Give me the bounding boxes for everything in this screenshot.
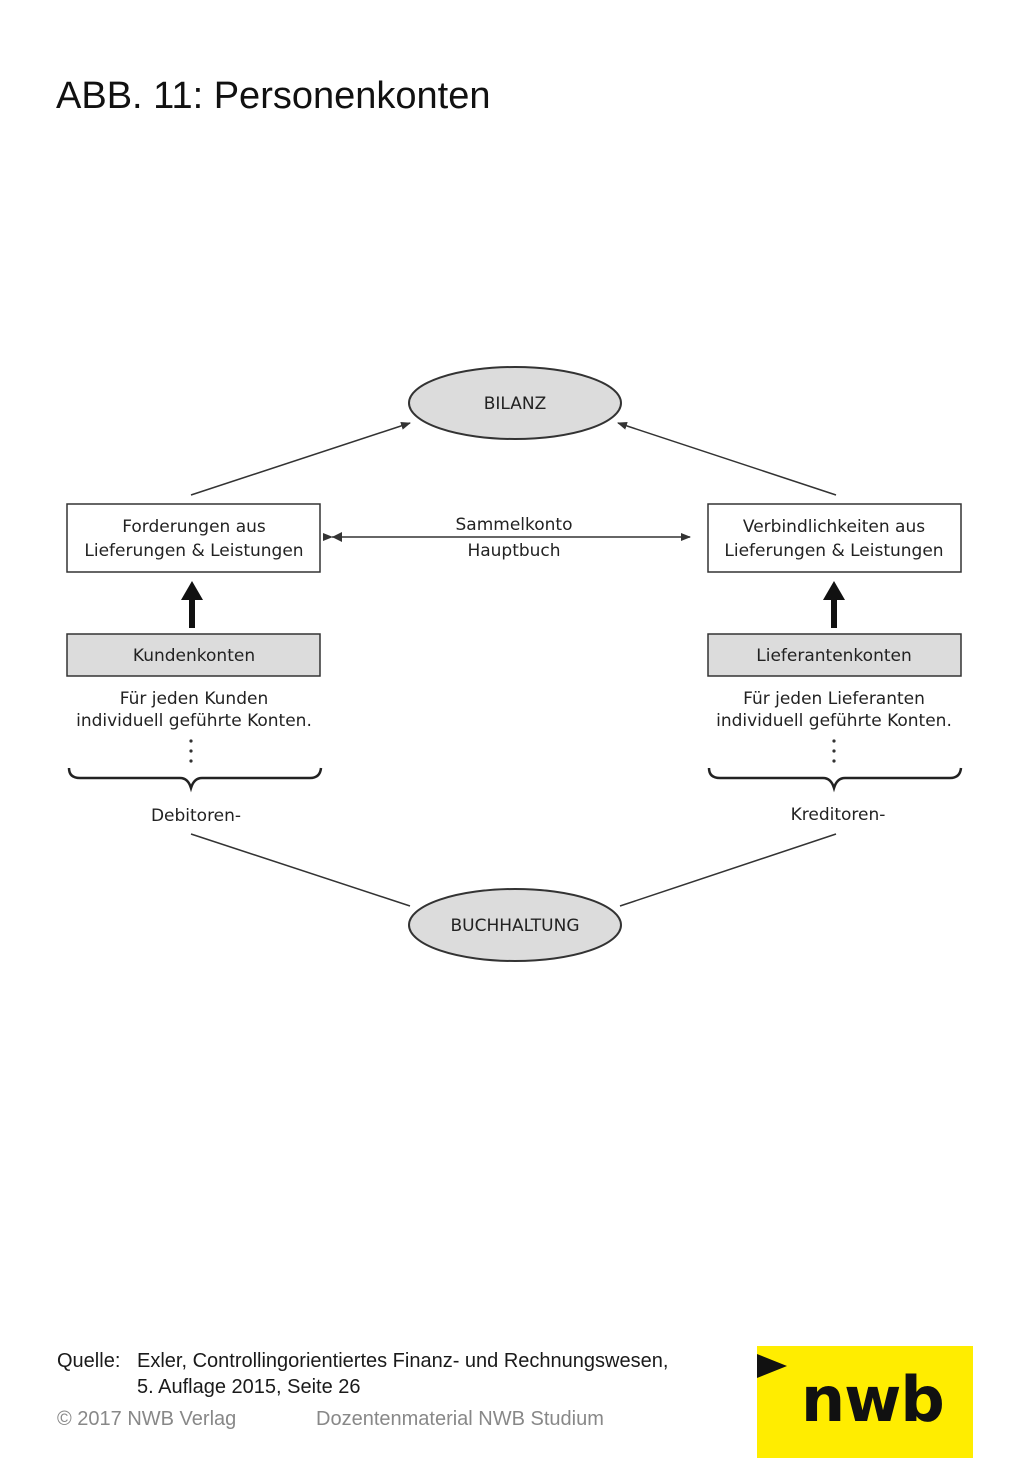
nwb-logo: nwb [757, 1346, 973, 1458]
arrow-verbindlichkeiten-to-bilanz [617, 422, 837, 496]
buchhaltung-node: BUCHHALTUNG [408, 888, 622, 962]
forderungen-line2: Lieferungen & Leistungen [84, 541, 303, 561]
kundenkonten-label: Kundenkonten [133, 646, 255, 666]
source-line2: 5. Auflage 2015, Seite 26 [137, 1376, 361, 1398]
forderungen-box: Forderungen aus Lieferungen & Leistungen [66, 503, 321, 573]
footer-meta: © 2017 NWB Verlag Dozentenmaterial NWB S… [57, 1406, 604, 1432]
lieferantenkonten-label: Lieferantenkonten [756, 646, 912, 666]
brace-right [707, 767, 963, 793]
buchhaltung-label: BUCHHALTUNG [450, 916, 579, 936]
verbindlichkeiten-line2: Lieferungen & Leistungen [724, 541, 943, 561]
kunden-note-line1: Für jeden Kunden [120, 689, 269, 709]
kreditoren-label: Kreditoren- [791, 805, 886, 825]
bilanz-label: BILANZ [484, 394, 547, 414]
verbindlichkeiten-box: Verbindlichkeiten aus Lieferungen & Leis… [707, 503, 962, 573]
source-label: Quelle: [57, 1350, 121, 1372]
sammelkonto-connector: Sammelkonto Hauptbuch [323, 515, 691, 561]
verbindlichkeiten-line1: Verbindlichkeiten aus [743, 517, 925, 537]
forderungen-line1: Forderungen aus [122, 517, 266, 537]
logo-text: nwb [801, 1363, 945, 1436]
sammelkonto-label: Sammelkonto [456, 515, 573, 535]
kundenkonten-box: Kundenkonten [66, 633, 321, 677]
bilanz-node: BILANZ [408, 366, 622, 440]
copyright-text: © 2017 NWB Verlag [57, 1408, 237, 1430]
lieferanten-note-line1: Für jeden Lieferanten [743, 689, 925, 709]
dots-left [189, 739, 193, 763]
hauptbuch-label: Hauptbuch [467, 541, 560, 561]
lieferanten-note-line2: individuell geführte Konten. [716, 711, 952, 731]
up-arrow-right [823, 581, 845, 628]
page-title: ABB. 11: Personenkonten [56, 75, 491, 117]
line-kreditoren-to-buchhaltung [619, 833, 837, 907]
lieferantenkonten-box: Lieferantenkonten [707, 633, 962, 677]
debitoren-label: Debitoren- [151, 806, 241, 826]
arrow-forderungen-to-bilanz [190, 422, 411, 496]
brace-left [67, 767, 323, 793]
material-text: Dozentenmaterial NWB Studium [316, 1408, 604, 1430]
play-triangle-icon [757, 1354, 787, 1378]
kunden-note-line2: individuell geführte Konten. [76, 711, 312, 731]
dots-right [832, 739, 836, 763]
source-line1: Exler, Controllingorientiertes Finanz- u… [137, 1350, 669, 1372]
up-arrow-left [181, 581, 203, 628]
line-debitoren-to-buchhaltung [190, 833, 411, 907]
